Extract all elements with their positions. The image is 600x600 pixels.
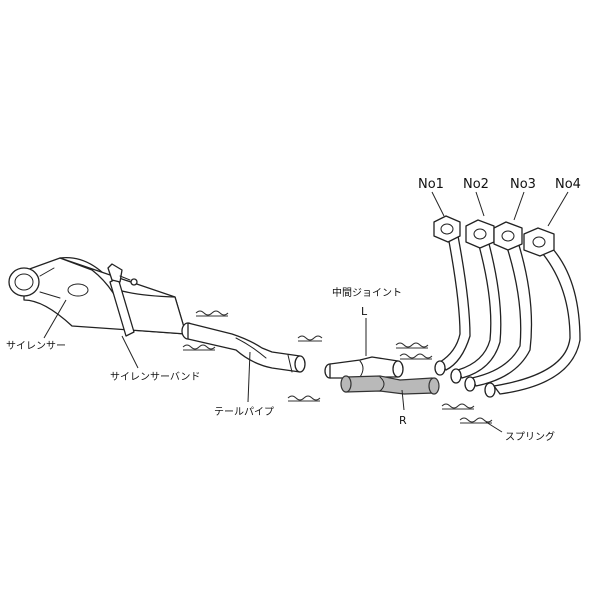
label-header-no3: No3 <box>510 177 536 192</box>
silencer <box>8 256 187 335</box>
mid-joint-right <box>340 375 440 395</box>
spring-tail-top <box>195 310 229 317</box>
label-silencer: サイレンサー <box>6 340 66 352</box>
label-header-no1: No1 <box>418 177 444 192</box>
silencer-band <box>107 263 138 337</box>
label-header-no4: No4 <box>555 177 581 192</box>
leader-lines <box>43 191 569 433</box>
spring-tail-end-top <box>297 335 323 342</box>
header-pipe-no2 <box>450 219 502 384</box>
label-right: R <box>399 414 407 427</box>
label-tail-pipe: テールパイプ <box>214 406 274 418</box>
spring-tail-bottom <box>182 344 216 351</box>
spring-mid-1 <box>395 342 429 349</box>
spring-tail-end-bottom <box>287 395 321 402</box>
label-mid-joint: 中間ジョイント <box>332 286 402 299</box>
header-pipe-no3 <box>464 221 533 392</box>
spring-mid-2 <box>399 353 433 360</box>
header-pipe-no4 <box>484 227 581 398</box>
label-spring: スプリング <box>505 430 555 443</box>
spring-mid-3 <box>441 403 475 410</box>
label-header-no2: No2 <box>463 177 489 192</box>
label-silencer-band: サイレンサーバンド <box>110 371 200 383</box>
mid-joint-left <box>324 356 404 379</box>
tail-pipe <box>181 322 306 373</box>
header-pipe-no1 <box>433 215 471 376</box>
label-left: L <box>361 305 368 318</box>
